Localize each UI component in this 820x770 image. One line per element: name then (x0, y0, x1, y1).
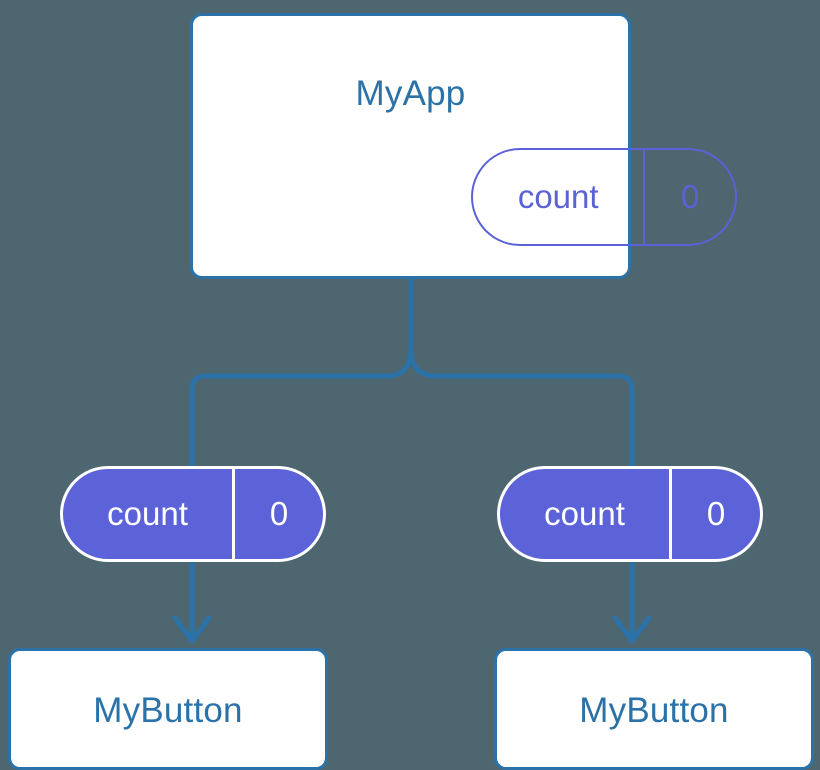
arrow-head-left (172, 615, 212, 644)
state-capsule-count[interactable]: count 0 (471, 148, 737, 246)
component-title-myapp: MyApp (355, 74, 466, 113)
prop-capsule-left[interactable]: count 0 (60, 466, 326, 562)
prop-capsule-left-value: 0 (269, 495, 289, 532)
fork-branch-left (189, 347, 414, 466)
prop-capsule-right[interactable]: count 0 (497, 466, 763, 562)
prop-capsule-right-key: count (500, 469, 673, 559)
component-box-mybutton-right[interactable]: MyButton (494, 648, 814, 770)
component-title-mybutton-left: MyButton (93, 691, 243, 730)
fork-branch-right (408, 347, 635, 466)
arrow-head-right (612, 615, 652, 644)
state-capsule-key: count (473, 150, 646, 244)
component-title-mybutton-right: MyButton (579, 691, 729, 730)
component-box-myapp[interactable]: MyApp count 0 (190, 13, 737, 279)
state-capsule-value: 0 (681, 178, 700, 215)
prop-capsule-left-key: count (63, 469, 236, 559)
prop-capsule-right-value: 0 (706, 495, 726, 532)
component-box-mybutton-left[interactable]: MyButton (8, 648, 328, 770)
